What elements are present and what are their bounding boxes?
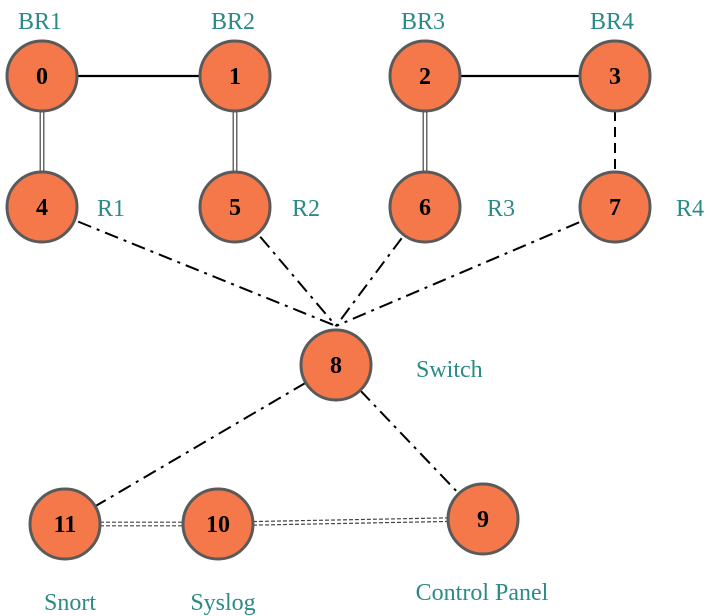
node-number: 2 xyxy=(419,64,431,90)
edge-4-8 xyxy=(77,220,337,327)
node-label-1: BR2 xyxy=(211,9,255,35)
node-circle xyxy=(5,170,79,244)
node-layer: 0 1 2 3 4 5 6 7 8 9 10 11 xyxy=(5,39,652,561)
edge-2-6 xyxy=(422,111,428,172)
edge-8-9 xyxy=(359,389,460,495)
node-number: 0 xyxy=(36,64,48,90)
edge-11-10 xyxy=(100,521,183,527)
node-circle xyxy=(181,487,255,561)
node-11: 11 xyxy=(28,487,102,561)
node-label-10: Syslog xyxy=(190,590,255,616)
edge-1-5 xyxy=(232,111,238,172)
node-number: 9 xyxy=(477,507,489,533)
edge-layer xyxy=(39,74,616,527)
edge-7-8 xyxy=(335,221,580,327)
node-label-9: Control Panel xyxy=(416,580,549,606)
node-label-3: BR4 xyxy=(590,9,634,35)
node-circle xyxy=(578,39,652,113)
node-number: 4 xyxy=(36,195,48,221)
node-number: 3 xyxy=(609,64,621,90)
node-label-11: Snort xyxy=(44,590,96,616)
node-circle xyxy=(198,39,272,113)
node-label-2: BR3 xyxy=(401,9,445,35)
node-circle xyxy=(198,170,272,244)
node-0: 0 xyxy=(5,39,79,113)
node-number: 5 xyxy=(229,195,241,221)
edge-6-8 xyxy=(335,237,403,327)
node-label-7: R4 xyxy=(676,196,704,222)
node-6: 6 xyxy=(388,170,462,244)
edge-10-9 xyxy=(252,517,449,526)
node-circle xyxy=(388,170,462,244)
edge-5-8 xyxy=(259,236,337,327)
node-number: 11 xyxy=(54,512,77,538)
node-number: 1 xyxy=(229,64,241,90)
node-circle xyxy=(28,487,102,561)
node-7: 7 xyxy=(578,170,652,244)
node-circle xyxy=(299,328,373,402)
node-label-6: R3 xyxy=(487,196,515,222)
node-circle xyxy=(446,482,520,556)
node-3: 3 xyxy=(578,39,652,113)
edge-10-9-rail xyxy=(253,520,449,526)
node-10: 10 xyxy=(181,487,255,561)
node-number: 6 xyxy=(419,195,431,221)
node-circle xyxy=(388,39,462,113)
node-label-4: R1 xyxy=(97,196,125,222)
node-number: 10 xyxy=(206,512,230,538)
node-5: 5 xyxy=(198,170,272,244)
node-4: 4 xyxy=(5,170,79,244)
node-circle xyxy=(578,170,652,244)
node-8: 8 xyxy=(299,328,373,402)
node-label-0: BR1 xyxy=(18,9,62,35)
node-number: 7 xyxy=(609,195,621,221)
edge-0-4 xyxy=(39,111,45,172)
node-label-8: Switch xyxy=(416,357,483,383)
node-2: 2 xyxy=(388,39,462,113)
node-circle xyxy=(5,39,79,113)
node-1: 1 xyxy=(198,39,272,113)
edge-8-11 xyxy=(94,381,307,508)
node-label-5: R2 xyxy=(292,196,320,222)
node-number: 8 xyxy=(330,353,342,379)
node-9: 9 xyxy=(446,482,520,556)
edge-10-9-rail xyxy=(252,517,448,523)
